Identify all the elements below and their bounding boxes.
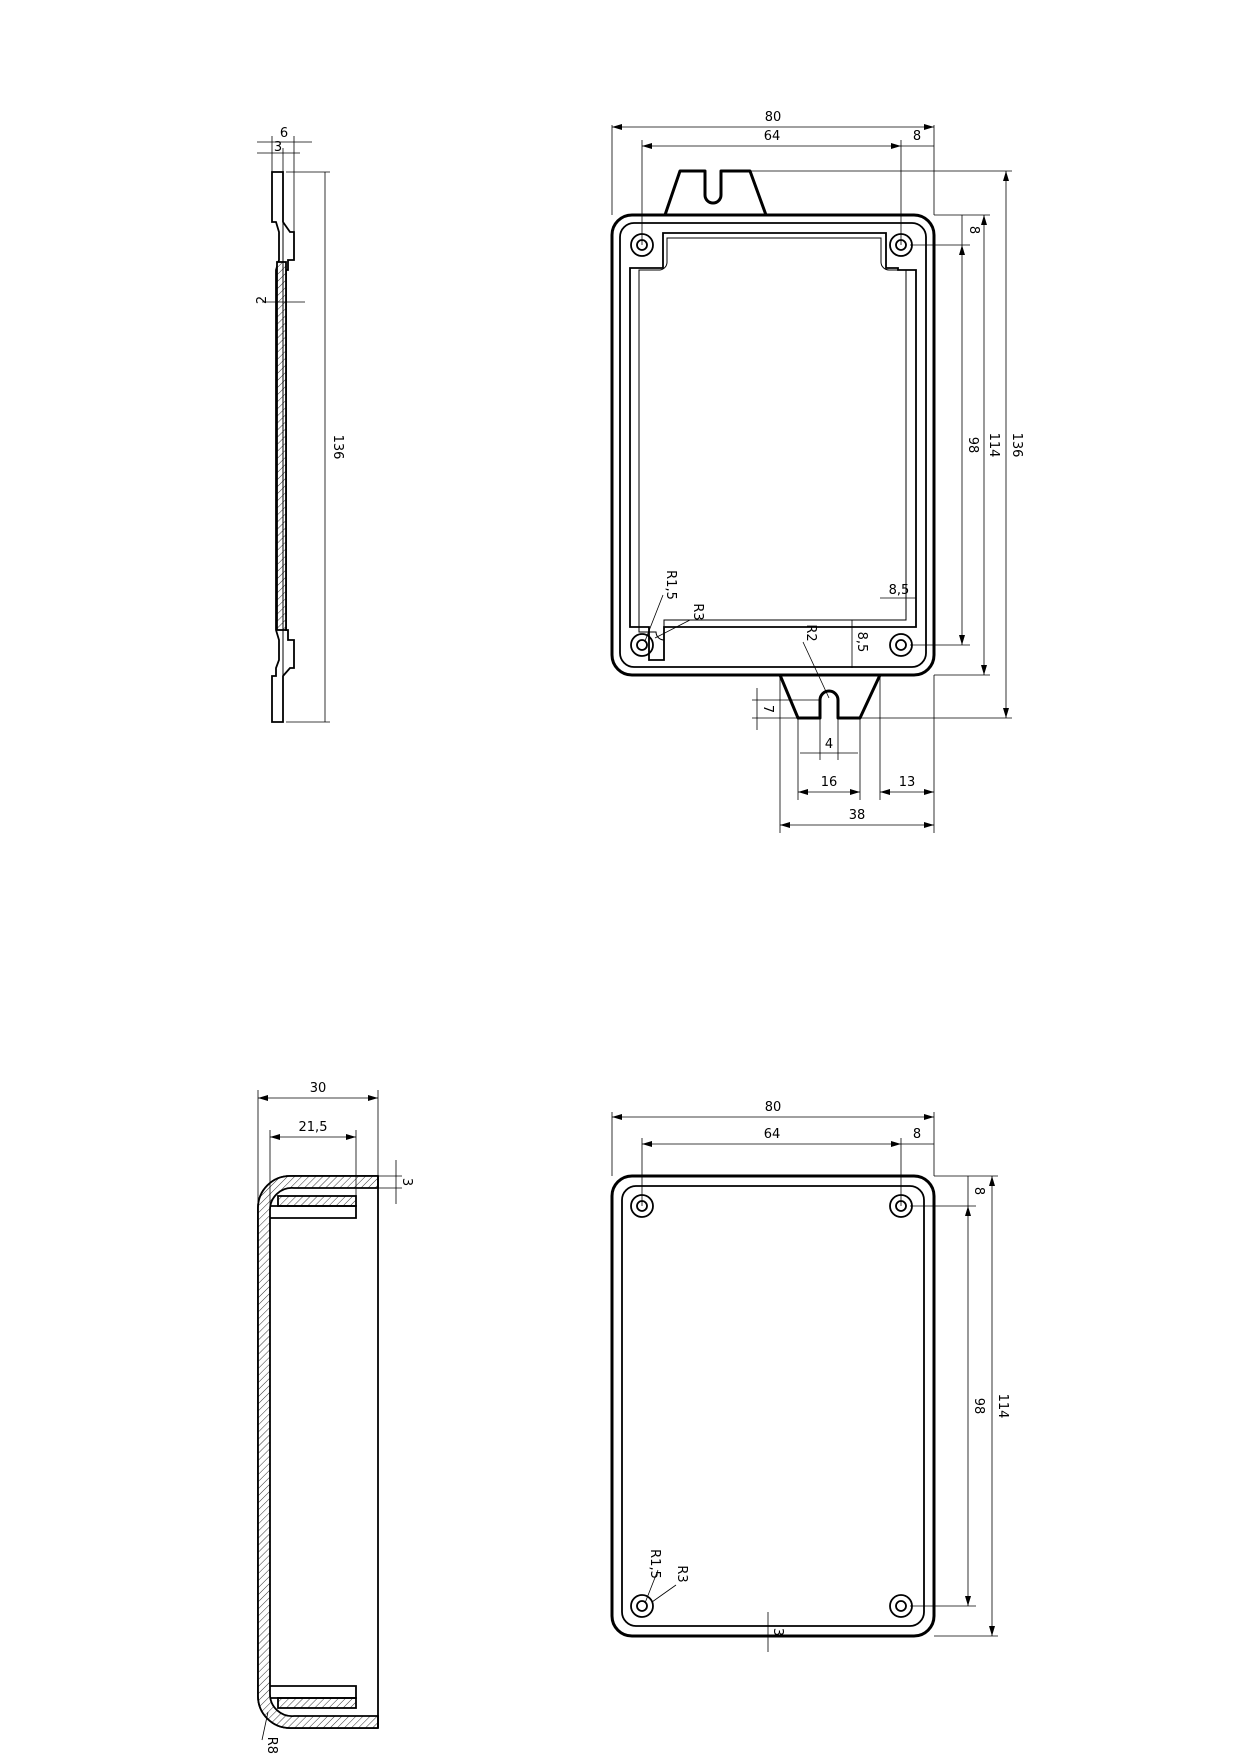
dim-text: 8 — [971, 1187, 986, 1195]
arrowhead — [959, 245, 965, 255]
radius-text: R2 — [803, 624, 818, 641]
dim-text: 136 — [1009, 433, 1024, 458]
dim-text: 64 — [764, 129, 781, 144]
arrowhead — [1003, 708, 1009, 718]
arrowhead — [258, 1095, 268, 1101]
dim-text: 6 — [280, 126, 288, 141]
arrowhead — [989, 1176, 995, 1186]
leader-line — [651, 1584, 677, 1603]
base-mount-hole-inner — [895, 639, 907, 651]
dim-text: 8 — [913, 1127, 921, 1142]
radius-text: R3 — [690, 603, 705, 620]
arrowhead — [368, 1095, 378, 1101]
arrowhead — [880, 789, 890, 795]
arrowhead — [981, 215, 987, 225]
radius-text: R1,5 — [663, 570, 678, 600]
arrowhead — [924, 822, 934, 828]
dim-text: 8 — [913, 129, 921, 144]
arrowhead — [924, 124, 934, 130]
dim-text: 80 — [765, 1100, 782, 1115]
base-top-mounting-tab — [663, 169, 768, 216]
arrowhead — [981, 665, 987, 675]
dim-text: 21,5 — [299, 1120, 328, 1135]
leader-line — [644, 594, 664, 642]
arrowhead — [780, 822, 790, 828]
dim-text: 98 — [965, 437, 980, 454]
arrowhead — [270, 1134, 280, 1140]
arrowhead — [798, 789, 808, 795]
lid-mount-hole-inner — [636, 1600, 648, 1612]
arrowhead — [642, 143, 652, 149]
lid-mount-hole-outer — [630, 1594, 654, 1618]
dim-text: 3 — [770, 1628, 785, 1636]
arrowhead — [891, 1141, 901, 1147]
lid-top-rib-outline — [270, 1205, 357, 1219]
dim-text: 4 — [825, 737, 833, 752]
arrowhead — [965, 1596, 971, 1606]
dim-text: 8,5 — [889, 583, 910, 598]
dim-text: 80 — [765, 110, 782, 125]
base-mount-hole-inner — [636, 639, 648, 651]
lid-top-rib — [277, 1195, 357, 1207]
radius-text: R1,5 — [647, 1549, 662, 1579]
lid-bottom-rib — [277, 1697, 357, 1709]
dim-text: 3 — [399, 1178, 414, 1186]
base-plan-view: 80 64 8 8 98 114 136 — [610, 110, 1024, 833]
base-inner-rib — [638, 237, 907, 641]
dim-text: 2 — [255, 296, 270, 304]
lid-side-section-view: 30 21,5 3 R8 — [257, 1081, 414, 1754]
dim-text: 8 — [966, 226, 981, 234]
base-outer-outline — [610, 213, 936, 677]
dim-text: 7 — [760, 705, 775, 713]
leader-line — [261, 1711, 269, 1741]
lid-wall-hatch-left — [257, 1175, 379, 1729]
lid-mount-hole-inner — [895, 1600, 907, 1612]
dim-text: 114 — [995, 1394, 1010, 1419]
arrowhead — [924, 1114, 934, 1120]
arrowhead — [346, 1134, 356, 1140]
dim-text: 64 — [764, 1127, 781, 1142]
lid-outer-outline-top — [610, 1174, 936, 1638]
base-inner-outline — [619, 222, 927, 668]
lid-inner-outline-top — [621, 1185, 925, 1627]
lid-bottom-rib-outline — [270, 1685, 357, 1699]
base-bottom-mounting-tab — [778, 674, 882, 720]
leader-line — [654, 619, 691, 639]
lid-mount-hole-outer — [889, 1594, 913, 1618]
dim-text: 3 — [274, 140, 282, 155]
dim-text: 98 — [971, 1398, 986, 1415]
arrowhead — [891, 143, 901, 149]
dim-text: 13 — [899, 775, 916, 790]
base-mount-hole-outer — [630, 633, 654, 657]
dim-text: 114 — [986, 433, 1001, 458]
radius-text: R8 — [264, 1737, 279, 1754]
arrowhead — [959, 635, 965, 645]
dim-text: 38 — [849, 808, 866, 823]
arrowhead — [850, 789, 860, 795]
leader-line — [644, 1569, 659, 1604]
dim-text: 136 — [330, 435, 345, 460]
dim-text: 8,5 — [854, 632, 869, 653]
arrowhead — [1003, 171, 1009, 181]
lid-top-view: 80 64 8 8 98 114 R1,5 R3 — [610, 1100, 1010, 1652]
radius-text: R3 — [674, 1565, 689, 1582]
arrowhead — [989, 1626, 995, 1636]
dim-text: 30 — [310, 1081, 327, 1096]
lid-outer-outline — [257, 1175, 378, 1729]
arrowhead — [924, 789, 934, 795]
arrowhead — [965, 1206, 971, 1216]
base-mount-hole-outer — [889, 633, 913, 657]
leader-line — [802, 641, 830, 699]
dim-text: 16 — [821, 775, 838, 790]
arrowhead — [612, 1114, 622, 1120]
arrowhead — [642, 1141, 652, 1147]
arrowhead — [612, 124, 622, 130]
base-side-section-view: 6 3 2 136 — [255, 126, 345, 723]
base-side-wall-hatch — [276, 261, 287, 631]
